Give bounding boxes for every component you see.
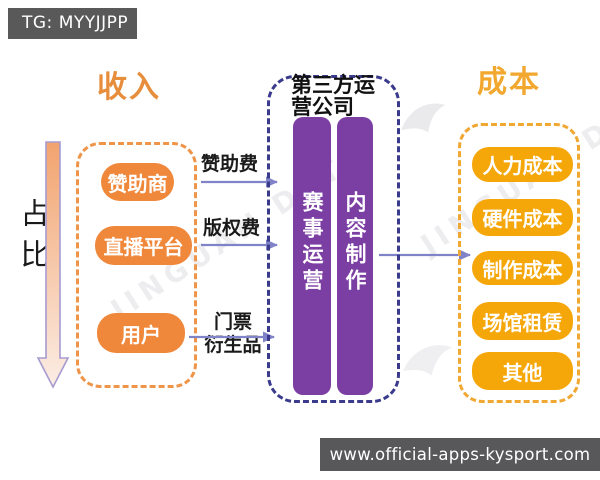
cost-item-label: 制作成本	[482, 257, 563, 282]
income-item-user: 用户	[97, 313, 185, 353]
cost-item-labor: 人力成本	[472, 147, 573, 182]
flow-label-tickets-derivatives: 门票 衍生品	[204, 311, 262, 357]
operation-bar-label: 内容制作	[343, 191, 367, 295]
operations-box	[267, 75, 400, 403]
income-heading: 收入	[97, 70, 161, 105]
footer-url-bar: www.official-apps-kysport.com	[320, 438, 600, 471]
proportion-label: 占比	[16, 198, 50, 280]
cost-heading: 成本	[477, 65, 541, 100]
company-heading: 第三方运营公司	[291, 73, 375, 120]
income-item-sponsor: 赞助商	[101, 163, 174, 201]
bird-logo-icon	[402, 345, 453, 376]
income-box	[76, 142, 197, 388]
flow-label-line: 衍生品	[204, 334, 262, 356]
telegram-badge: TG: MYYJJPP	[8, 8, 137, 39]
flow-label-line: 门票	[213, 311, 252, 333]
bird-logo-icon	[401, 103, 446, 133]
cost-item-venue-rental: 场馆租赁	[472, 302, 573, 340]
income-item-label: 直播平台	[103, 235, 184, 259]
cost-item-other: 其他	[472, 352, 573, 390]
operation-bar-label: 赛事运营	[300, 191, 324, 295]
cost-item-label: 场馆租赁	[482, 310, 563, 335]
flow-label-copyright-fee: 版权费	[203, 217, 261, 239]
cost-item-hardware: 硬件成本	[472, 199, 573, 236]
income-item-label: 用户	[121, 322, 161, 347]
flow-label-sponsorship-fee: 赞助费	[201, 153, 259, 175]
costs-box	[458, 123, 580, 403]
proportion-arrow-icon	[36, 141, 70, 389]
income-item-platform: 直播平台	[95, 226, 192, 265]
income-item-label: 赞助商	[107, 171, 168, 196]
cost-item-label: 其他	[502, 360, 543, 385]
operation-bar-content-production: 内容制作	[337, 117, 373, 395]
operation-bar-event-operation: 赛事运营	[293, 117, 331, 395]
cost-item-production: 制作成本	[472, 251, 573, 285]
cost-item-label: 硬件成本	[482, 207, 563, 231]
cost-item-label: 人力成本	[482, 154, 563, 178]
